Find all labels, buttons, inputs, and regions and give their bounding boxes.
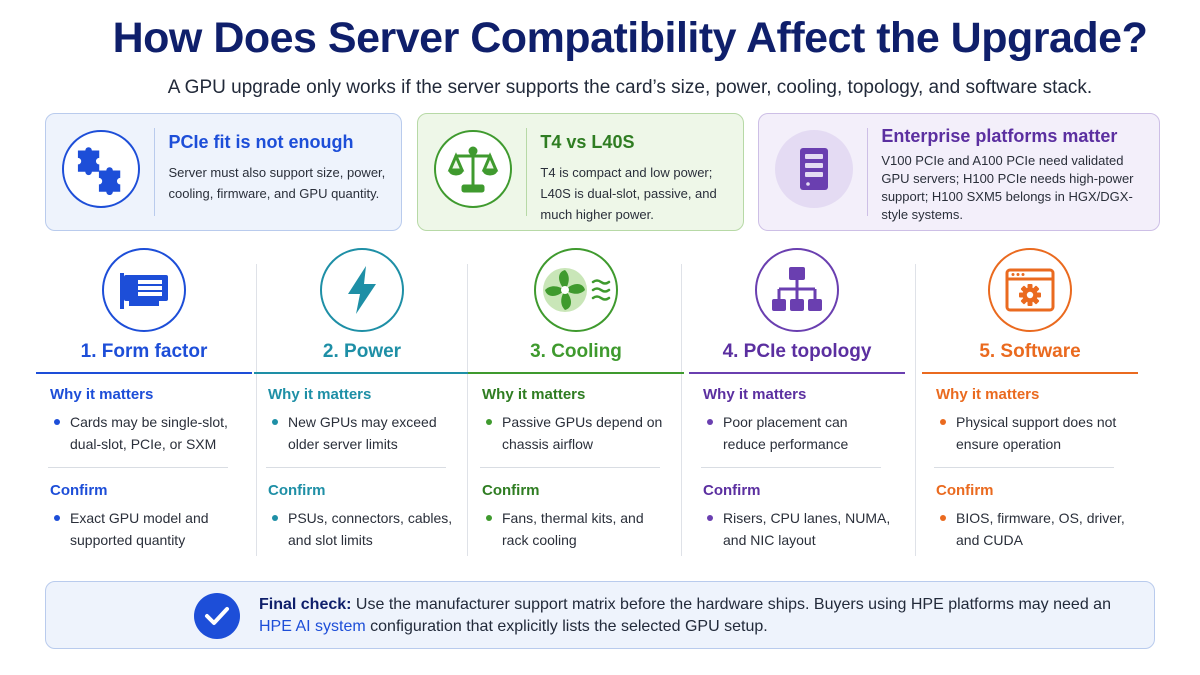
section-label: Confirm — [482, 482, 540, 499]
section-label: Why it matters — [703, 386, 807, 403]
bullet-text: Poor placement can reduce performance — [723, 414, 849, 452]
topology-icon — [755, 248, 839, 332]
column-heading: 5. Software — [979, 341, 1081, 362]
column-form-factor: 1. Form factor Why it matters Cards may … — [36, 248, 252, 558]
column-power: 2. Power Why it matters New GPUs may exc… — [254, 248, 470, 558]
settings-window-icon — [988, 248, 1072, 332]
bullet-text: Physical support does not ensure operati… — [956, 414, 1117, 452]
section-label: Confirm — [703, 482, 761, 499]
page-subtitle: A GPU upgrade only works if the server s… — [167, 77, 1093, 98]
card-title: Enterprise platforms matter — [881, 126, 1118, 146]
bullet-text: PSUs, connectors, cables, and slot limit… — [288, 510, 453, 548]
section-label: Why it matters — [50, 386, 154, 403]
column-divider — [681, 264, 682, 556]
section-label: Why it matters — [268, 386, 372, 403]
column-divider — [467, 264, 468, 556]
card-body: T4 is compact and low power; L40S is dua… — [540, 165, 717, 222]
checkmark-icon — [194, 593, 240, 639]
column-cooling: 3. Cooling Why it matters Passive GPUs d… — [468, 248, 684, 558]
column-pcie-topology: 4. PCIe topology Why it matters Poor pla… — [689, 248, 905, 558]
column-heading: 4. PCIe topology — [722, 341, 872, 362]
column-heading: 1. Form factor — [80, 341, 208, 362]
section-label: Why it matters — [936, 386, 1040, 403]
bullet-text: New GPUs may exceed older server limits — [288, 414, 437, 452]
card-body: V100 PCIe and A100 PCIe need validated G… — [881, 153, 1134, 222]
bullet-text: Fans, thermal kits, and rack cooling — [502, 510, 644, 548]
bullet-text: BIOS, firmware, OS, driver, and CUDA — [956, 510, 1125, 548]
section-label: Confirm — [936, 482, 994, 499]
bullet-text: Exact GPU model and supported quantity — [70, 510, 209, 548]
column-divider — [256, 264, 257, 556]
final-check-text: Final check: Use the manufacturer suppor… — [259, 596, 1111, 635]
section-label: Confirm — [50, 482, 108, 499]
card-title: PCIe fit is not enough — [168, 132, 354, 152]
puzzle-icon — [62, 130, 140, 208]
info-card-t4-vs-l40s: T4 vs L40S T4 is compact and low power; … — [417, 113, 744, 231]
lightning-icon — [320, 248, 404, 332]
column-heading: 2. Power — [322, 341, 402, 362]
page-title: How Does Server Compatibility Affect the… — [112, 14, 1148, 62]
column-heading: 3. Cooling — [530, 341, 622, 362]
card-title: T4 vs L40S — [540, 132, 635, 152]
bullet-text: Risers, CPU lanes, NUMA, and NIC layout — [723, 510, 891, 548]
gpu-card-icon — [102, 248, 186, 332]
bullet-text: Cards may be single-slot, dual-slot, PCI… — [70, 414, 228, 452]
info-card-pcie-fit: PCIe fit is not enough Server must also … — [45, 113, 402, 231]
server-icon — [775, 130, 853, 208]
section-label: Confirm — [268, 482, 326, 499]
bullet-text: Passive GPUs depend on chassis airflow — [502, 414, 663, 452]
hpe-ai-system-link[interactable]: HPE AI system — [259, 618, 366, 635]
scale-icon — [434, 130, 512, 208]
card-body: Server must also support size, power, co… — [168, 165, 386, 201]
final-check-banner: Final check: Use the manufacturer suppor… — [45, 581, 1155, 649]
section-label: Why it matters — [482, 386, 586, 403]
column-divider — [915, 264, 916, 556]
final-check-label: Final check: — [259, 596, 352, 613]
column-software: 5. Software Why it matters Physical supp… — [922, 248, 1138, 558]
fan-icon — [534, 248, 618, 332]
info-card-enterprise-platforms: Enterprise platforms matter V100 PCIe an… — [758, 113, 1160, 231]
